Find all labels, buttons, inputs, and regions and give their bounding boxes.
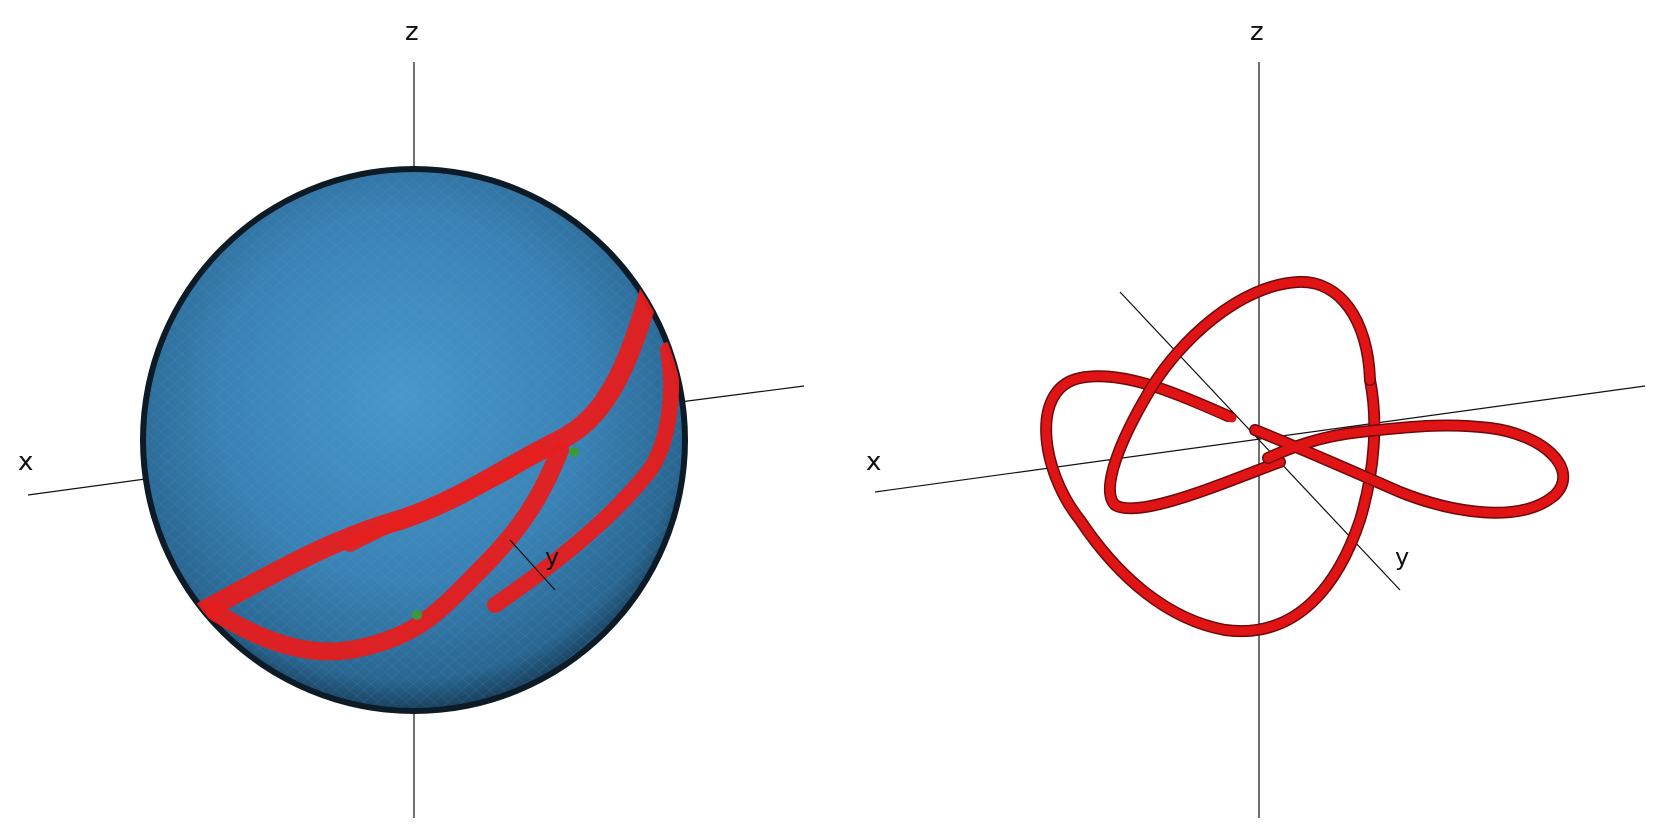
knot-tube — [1040, 275, 1570, 638]
right-y-label: y — [1395, 543, 1409, 571]
right-z-label: z — [1250, 17, 1264, 47]
knot-end-left — [1185, 395, 1237, 423]
left-y-axis — [509, 539, 556, 591]
knot-right-loop — [1250, 420, 1568, 518]
right-x-axis — [874, 385, 1646, 493]
left-x-label: x — [18, 447, 33, 477]
left-panel: z x y — [18, 17, 805, 818]
red-bands — [195, 280, 679, 661]
green-marker-lower — [412, 610, 422, 620]
right-x-label: x — [866, 447, 881, 477]
left-x-axis-positive — [679, 385, 805, 403]
green-marker-upper — [569, 447, 579, 457]
left-x-axis — [27, 476, 161, 496]
knot-left-loop — [1041, 371, 1379, 636]
left-y-label: y — [545, 543, 559, 571]
knot-top-loop-highlight — [1105, 277, 1375, 513]
band-right — [487, 342, 679, 613]
left-z-label: z — [405, 17, 419, 47]
right-panel: z x y — [866, 17, 1646, 818]
band-segment-left — [343, 445, 547, 552]
band-lower — [206, 441, 569, 661]
